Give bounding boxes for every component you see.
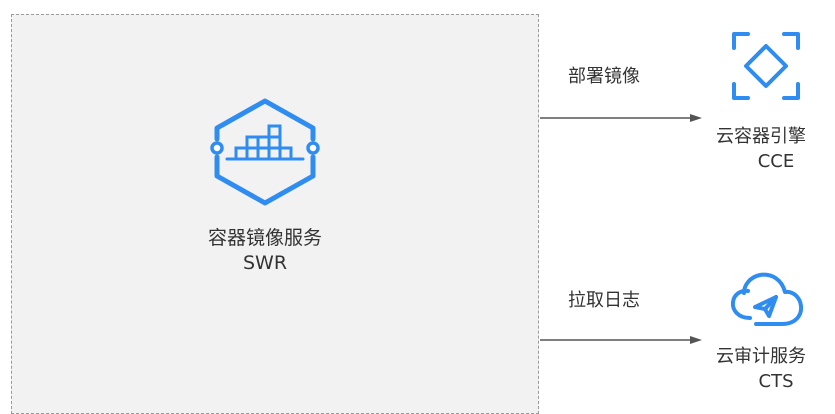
cce-service-name: 云容器引擎 <box>716 126 806 147</box>
swr-service-abbr: SWR <box>242 252 288 274</box>
pull-logs-label: 拉取日志 <box>568 290 640 311</box>
deploy-arrow <box>540 114 702 122</box>
cce-engine-icon <box>732 32 800 100</box>
deploy-image-label: 部署镜像 <box>568 66 640 87</box>
cce-service-abbr: CCE <box>757 151 795 172</box>
pull-logs-arrow <box>540 336 702 344</box>
swr-container-registry-icon <box>210 98 320 206</box>
swr-container <box>11 14 539 414</box>
cts-service-name: 云审计服务 <box>716 346 806 367</box>
cts-service-abbr: CTS <box>758 371 794 392</box>
cts-cloud-audit-icon <box>730 272 804 326</box>
swr-service-name: 容器镜像服务 <box>207 227 322 249</box>
